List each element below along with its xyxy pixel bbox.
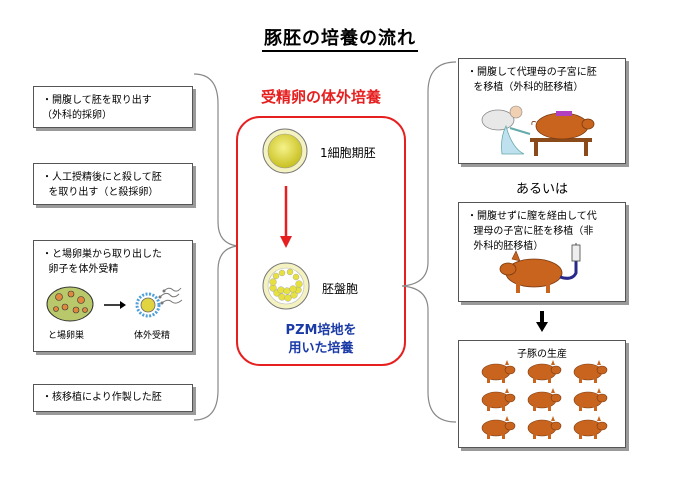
piglet-icon — [481, 388, 516, 411]
left-item-4-text: ・核移植により作製した胚 — [42, 392, 162, 403]
embryo-1cell-icon — [262, 128, 308, 174]
piglet-icon — [527, 360, 562, 383]
stage2-label: 胚盤胞 — [322, 282, 359, 296]
pzm-line-2: 用いた培養 — [288, 341, 354, 356]
piglet-icon — [527, 388, 562, 411]
surgery-icon — [481, 105, 595, 156]
blastocyst-icon — [262, 262, 310, 310]
or-text: あるいは — [515, 182, 568, 197]
right-box-surgical-transfer: ・開腹して代理母の子宮に胚 を移植（外科的胚移植） — [458, 58, 626, 164]
left-item-3-text: ・と場卵巣から取り出した 卵子を体外受精 — [42, 249, 162, 275]
ovary-icon — [46, 286, 94, 322]
arrow-right-small-icon — [104, 301, 126, 309]
right-brace — [401, 61, 457, 423]
right-box-nonsurgical-transfer: ・開腹せずに膣を経由して代 理母の子宮に胚を移植（非 外科的胚移植） — [458, 202, 626, 302]
piglet-icon — [481, 416, 516, 439]
right-item-3-text: 子豚の生産 — [517, 349, 567, 360]
piglet-icon — [527, 416, 562, 439]
piglet-grid — [481, 360, 608, 439]
left-brace — [193, 73, 239, 421]
stage1-label: 1細胞期胚 — [320, 146, 376, 160]
catheter-icon — [499, 243, 581, 293]
piglet-icon — [573, 416, 608, 439]
right-item-1-text: ・開腹して代理母の子宮に胚 を移植（外科的胚移植） — [467, 67, 597, 93]
piglet-icon — [573, 360, 608, 383]
center-heading: 受精卵の体外培養 — [260, 88, 381, 106]
page-title: 豚胚の培養の流れ — [0, 24, 680, 52]
right-item-2-text: ・開腹せずに膣を経由して代 理母の子宮に胚を移植（非 外科的胚移植） — [467, 211, 597, 252]
left-item-2-text: ・人工授精後にと殺して胚 を取り出す（と殺採卵） — [42, 172, 162, 198]
left-box-slaughter-collection: ・人工授精後にと殺して胚 を取り出す（と殺採卵） — [33, 163, 193, 205]
pzm-line-1: PZM培地を — [285, 323, 357, 338]
piglet-icon — [573, 388, 608, 411]
piglet-icon — [481, 360, 516, 383]
ivf-icon — [135, 287, 183, 318]
arrow-down-red-icon — [280, 186, 292, 248]
pzm-medium-text: PZM培地を 用いた培養 — [236, 322, 406, 358]
left-box-surgical-collection: ・開腹して胚を取り出す （外科的採卵） — [33, 86, 193, 128]
left-item-1-text: ・開腹して胚を取り出す （外科的採卵） — [42, 95, 152, 121]
arrow-down-icon — [536, 311, 548, 332]
ovary-label: と場卵巣 — [48, 331, 85, 341]
left-box-nuclear-transfer: ・核移植により作製した胚 — [33, 384, 193, 412]
center-culture-box — [236, 116, 406, 366]
ivf-label: 体外受精 — [134, 331, 171, 341]
